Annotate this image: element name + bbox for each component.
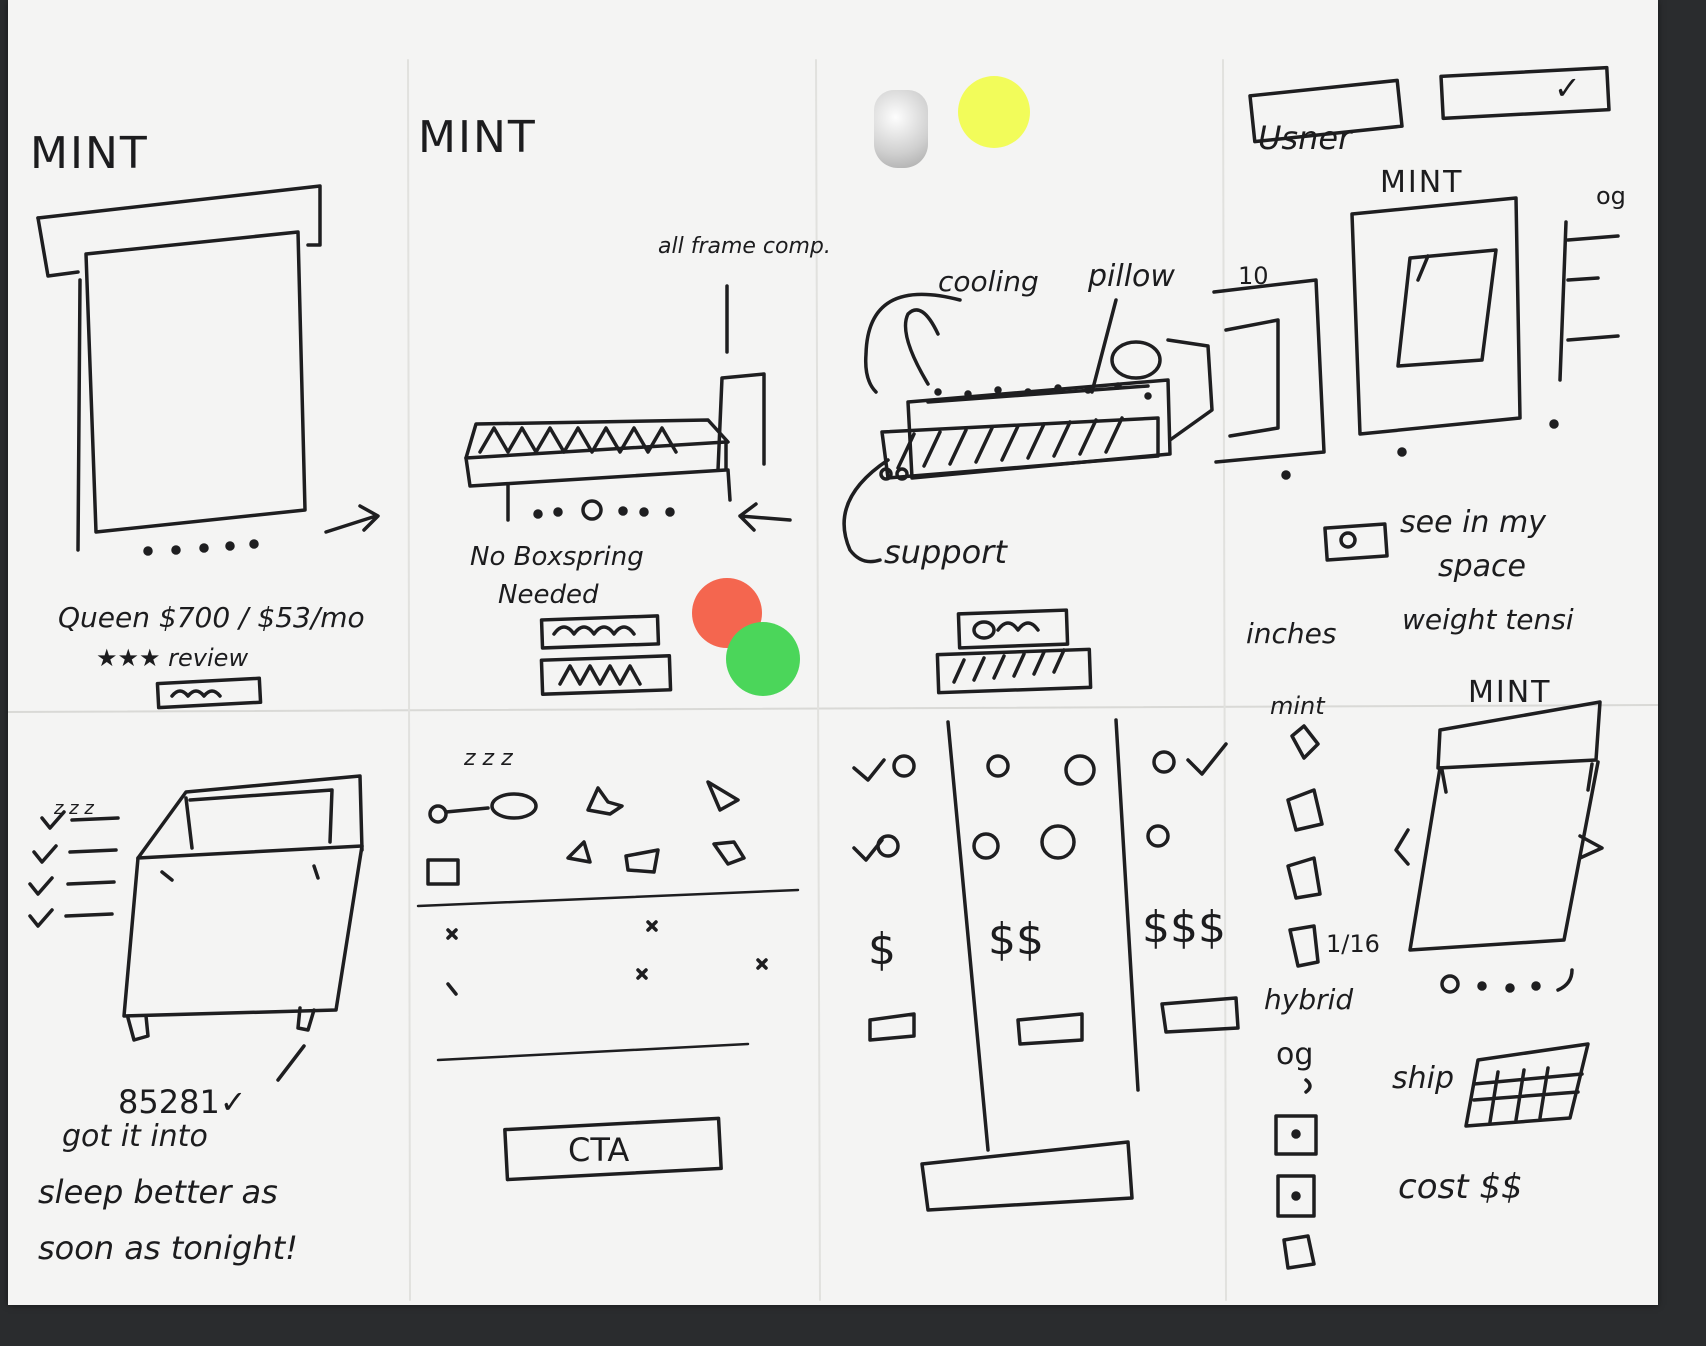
frame7-price-low: $ xyxy=(868,924,896,975)
frame2-title: MINT xyxy=(418,112,537,163)
frame5-caption-line2: sleep better as xyxy=(38,1173,278,1211)
frame6-cta-button[interactable]: CTA xyxy=(568,1131,630,1169)
frame3-label-cooling: cooling xyxy=(938,265,1039,298)
frame3-label-pillow: pillow xyxy=(1088,259,1175,294)
frame4-specs-right: weight tensi xyxy=(1402,603,1574,636)
frame1-price: Queen $700 / $53/mo xyxy=(58,601,365,634)
frame4-ar-text-line1[interactable]: see in my xyxy=(1400,505,1546,540)
frame2-frame-note: all frame comp. xyxy=(658,234,831,259)
frame5-caption-line3: soon as tonight! xyxy=(38,1229,298,1267)
green-dot-sticker xyxy=(726,622,800,696)
frame8-cost-label: cost $$ xyxy=(1398,1167,1523,1207)
sketch-drawing xyxy=(8,59,1658,1301)
sketch-paper: MINT Queen $700 / $53/mo ★★★ review MINT… xyxy=(8,0,1658,1305)
frame3-mattress-drawing xyxy=(842,292,1214,695)
frame8-title: MINT xyxy=(1468,675,1552,710)
frame4-title: MINT xyxy=(1380,165,1464,200)
frame4-side-label: og xyxy=(1596,182,1626,210)
frame7-price-mid: $$ xyxy=(988,914,1044,965)
fold-line xyxy=(8,704,1658,713)
yellow-dot-sticker xyxy=(958,76,1030,148)
frame8-options-drawing xyxy=(1274,700,1604,1270)
frame5-caption-line1: got it into xyxy=(62,1119,208,1154)
frame4-top-button-right[interactable]: ✓ xyxy=(1554,69,1581,107)
frame5-bed-drawing xyxy=(28,774,364,1082)
frame4-specs-left: inches xyxy=(1246,617,1337,650)
frame3-label-support: support xyxy=(884,533,1007,571)
frame2-box-note-line2: Needed xyxy=(498,580,599,610)
frame7-comparison-drawing xyxy=(852,718,1240,1212)
frame8-list-bottom: og xyxy=(1276,1037,1314,1072)
frame8-list-top: mint xyxy=(1270,692,1325,720)
frame6-sleep-marks: z z z xyxy=(464,746,513,771)
frame5-sleep-marks: z z z xyxy=(54,798,94,819)
frame1-bed-drawing xyxy=(36,184,380,710)
frame1-title: MINT xyxy=(30,128,149,179)
frame2-box-note-line1: No Boxspring xyxy=(470,542,644,572)
frame4-ar-text-line2[interactable]: space xyxy=(1438,549,1527,584)
frame4-gallery-drawing xyxy=(1212,65,1620,562)
frame4-top-button-left[interactable]: Usner xyxy=(1258,119,1352,157)
frame2-bed-drawing xyxy=(464,284,792,696)
frame8-ship-label: ship xyxy=(1392,1061,1455,1096)
frame5-zip-code[interactable]: 85281✓ xyxy=(118,1083,247,1121)
frame8-ratio: 1/16 xyxy=(1326,930,1380,958)
push-pin-icon xyxy=(874,90,928,168)
frame4-thumb-label: 10 xyxy=(1238,262,1269,290)
frame1-rating: ★★★ review xyxy=(96,644,249,672)
frame6-icons-drawing xyxy=(416,780,800,1182)
frame7-price-high: $$$ xyxy=(1142,902,1226,953)
frame8-list-mid: hybrid xyxy=(1264,983,1354,1016)
